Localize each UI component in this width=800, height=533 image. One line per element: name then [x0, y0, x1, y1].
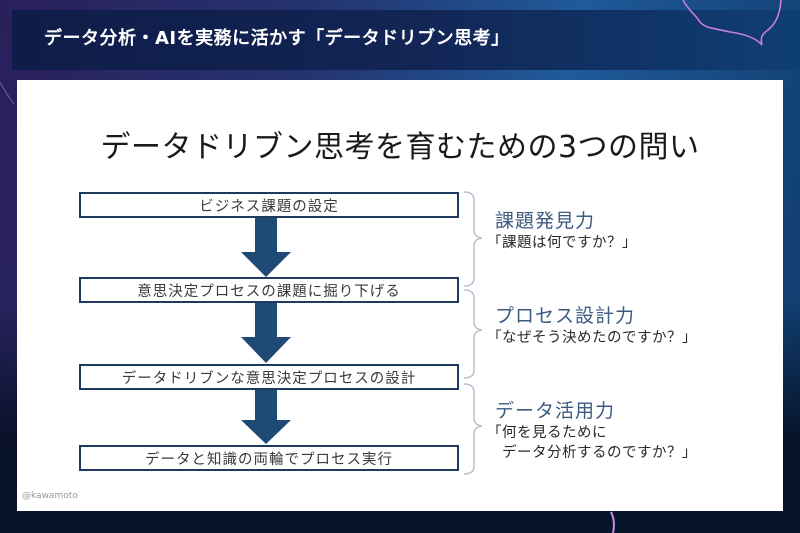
skill-question-1: 「課題は何ですか？」 [487, 235, 637, 251]
step-box-4: データと知識の両輪でプロセス実行 [79, 445, 459, 471]
slide-title: データドリブン思考を育むための3つの問い [100, 130, 700, 165]
step-box-2: 意思決定プロセスの課題に掘り下げる [79, 277, 459, 303]
lightning-left [0, 81, 15, 105]
header-title: データ分析・AIを実務に活かす「データドリブン思考」 [44, 28, 510, 49]
down-arrow-icon [241, 303, 291, 363]
step-box-3: データドリブンな意思決定プロセスの設計 [79, 364, 459, 390]
step-box-1: ビジネス課題の設定 [79, 192, 459, 218]
author-credit: @kawamoto [22, 491, 78, 501]
skill-question-3: 「何を見るために データ分析するのですか？」 [487, 425, 697, 461]
down-arrow-icon [241, 390, 291, 444]
brace-icon [463, 191, 483, 287]
skill-title-2: プロセス設計力 [495, 305, 636, 327]
skill-title-3: データ活用力 [495, 400, 616, 422]
skill-question-2: 「なぜそう決めたのですか？」 [487, 330, 697, 346]
skill-title-1: 課題発見力 [495, 210, 596, 232]
slide-panel: データドリブン思考を育むための3つの問い ビジネス課題の設定 意思決定プロセスの… [17, 80, 783, 511]
header-band [12, 10, 800, 70]
down-arrow-icon [241, 218, 291, 277]
brace-icon [463, 383, 483, 475]
brace-icon [463, 289, 483, 379]
